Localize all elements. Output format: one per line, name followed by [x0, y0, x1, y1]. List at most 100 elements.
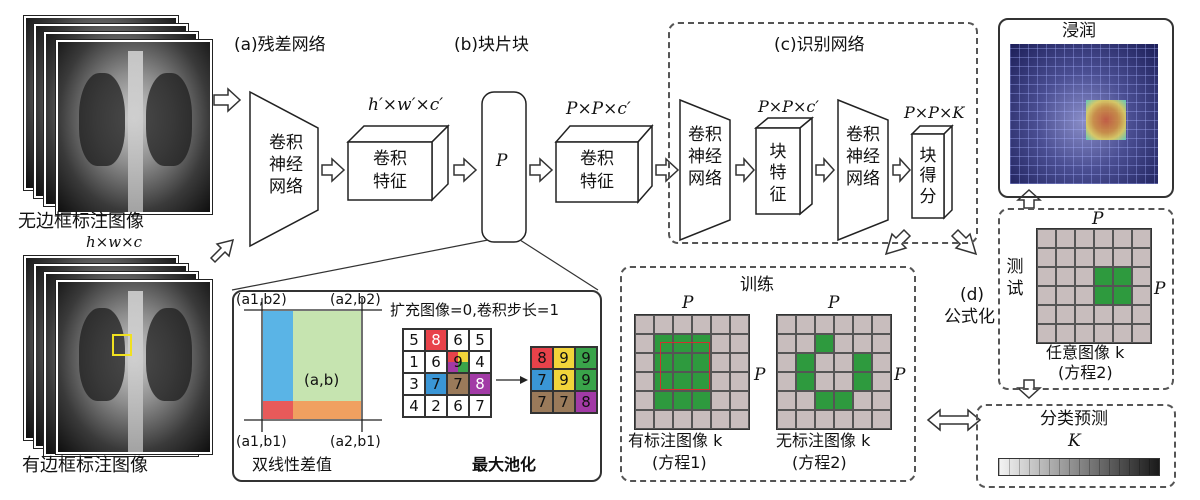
bounding-box [112, 334, 132, 356]
infiltration-hotspot [1086, 100, 1126, 140]
cnn-trapezoid-1 [249, 90, 319, 248]
patch-cell [1094, 267, 1113, 286]
patch-detail-panel [232, 290, 602, 482]
classification-panel [976, 404, 1176, 488]
recognition-network-panel [668, 22, 978, 244]
arrow-cnn-to-feat [321, 157, 346, 183]
patch-cell [1132, 248, 1151, 267]
training-p-side-1: P [754, 365, 766, 385]
patch-cell [834, 410, 853, 429]
patch-cell [796, 334, 815, 353]
maxpool-input-cell: 5 [469, 329, 491, 351]
labeled-bounding-box [660, 342, 710, 390]
maxpool-output-cell: 8 [575, 391, 597, 413]
patch-cell [815, 391, 834, 410]
patch-cell [711, 410, 730, 429]
conv-feature-box-2 [554, 124, 654, 204]
patch-cell [777, 315, 796, 334]
patch-cell [872, 410, 891, 429]
patch-cell [777, 372, 796, 391]
classification-title: 分类预测 [1040, 409, 1108, 429]
patch-cell [853, 353, 872, 372]
patch-cell [730, 372, 749, 391]
maxpool-output-cell: 7 [531, 391, 553, 413]
patch-cell [692, 391, 711, 410]
conv-feature-box-1 [346, 124, 450, 202]
bilinear-region-orange [293, 401, 361, 419]
test-p-top: P [1092, 209, 1104, 229]
arrow-test-to-infiltration [1016, 188, 1042, 209]
maxpool-output-cell: 9 [553, 369, 575, 391]
patch-cell [872, 353, 891, 372]
cnn-2-label: 卷积 神经 网络 [688, 125, 722, 190]
any-image-k: 任意图像 k [1046, 343, 1125, 362]
patch-feature-label: 块 特 征 [769, 142, 787, 205]
maxpool-input-cell: 4 [469, 351, 491, 373]
infiltration-title: 浸润 [1062, 21, 1096, 41]
patch-cell [654, 391, 673, 410]
patch-cell [1132, 324, 1151, 343]
maxpool-input-cell: 2 [425, 395, 447, 417]
maxpool-input-cell: 1 [403, 351, 425, 373]
patch-cell [853, 372, 872, 391]
section-a-title: (a)残差网络 [234, 35, 326, 55]
patch-cell [635, 353, 654, 372]
patch-cell [1113, 286, 1132, 305]
patch-cell [796, 372, 815, 391]
maxpool-output-cell: 7 [531, 369, 553, 391]
patch-cell [1094, 248, 1113, 267]
patch-cell [777, 334, 796, 353]
patch-p-label: P [496, 151, 508, 171]
patch-cell [796, 353, 815, 372]
patch-cell [777, 391, 796, 410]
patch-cell [853, 391, 872, 410]
patch-cell [1056, 267, 1075, 286]
patch-cell [1113, 305, 1132, 324]
patch-cell [673, 315, 692, 334]
cnn-1-label: 卷积 神经 网络 [269, 133, 303, 198]
patch-cell [1056, 229, 1075, 248]
xray-image [56, 280, 212, 454]
patch-cell [711, 391, 730, 410]
maxpool-header: 扩充图像=0,卷积步长=1 [390, 301, 559, 319]
test-panel [998, 208, 1174, 390]
patch-cell [730, 410, 749, 429]
feature-dims-2: P×P×c′ [566, 99, 631, 119]
patch-cell [711, 334, 730, 353]
maxpool-input-cell: 6 [425, 351, 447, 373]
patch-cell [815, 315, 834, 334]
patch-cell [1075, 267, 1094, 286]
patch-cell [673, 372, 692, 391]
maxpool-output-cell: 9 [553, 347, 575, 369]
patch-cell [777, 410, 796, 429]
patch-cell [673, 391, 692, 410]
training-p-side-2: P [894, 365, 906, 385]
corner-a1b1: (a1,b1) [236, 434, 287, 450]
center-ab: (a,b) [304, 371, 340, 389]
equation-1: (方程1) [652, 453, 707, 472]
arrow-unlabeled-to-cnn [213, 87, 242, 113]
maxpool-input-cell: 4 [403, 395, 425, 417]
patch-cell [1094, 229, 1113, 248]
corner-a2b1: (a2,b1) [330, 434, 381, 450]
patch-cell [815, 334, 834, 353]
patch-cell [1094, 286, 1113, 305]
cnn-trapezoid-3 [837, 98, 889, 242]
patch-cell [796, 410, 815, 429]
maxpool-input-cell: 6 [447, 329, 469, 351]
corner-a2b2: (a2,b2) [330, 292, 381, 308]
patch-cell [1037, 248, 1056, 267]
patch-cell [1056, 248, 1075, 267]
patch-cell [654, 372, 673, 391]
maxpool-output-cell: 9 [575, 369, 597, 391]
formulation-label: 公式化 [944, 307, 995, 327]
patch-cell [1113, 248, 1132, 267]
patch-cell [1037, 324, 1056, 343]
patch-cell [815, 410, 834, 429]
patch-cell [872, 372, 891, 391]
feature-dims-1: h′×w′×c′ [368, 95, 444, 115]
patch-cell [1075, 305, 1094, 324]
maxpool-label: 最大池化 [472, 455, 537, 474]
